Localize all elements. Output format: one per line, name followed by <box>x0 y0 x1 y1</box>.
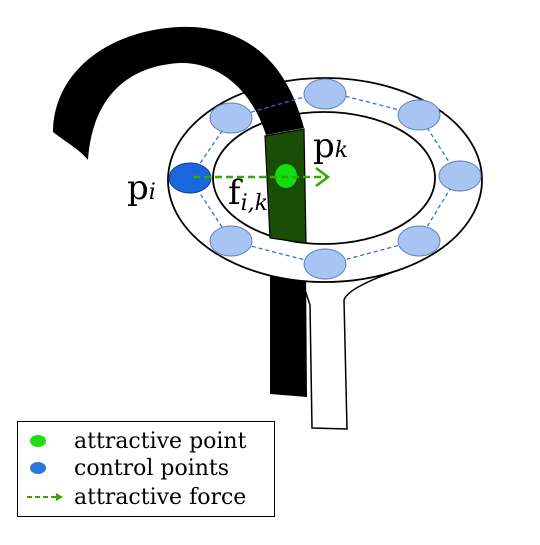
control-points <box>209 78 482 280</box>
legend-item-control-points: control points <box>18 455 276 481</box>
white-tube <box>298 271 394 430</box>
legend-item-attractive-point: attractive point <box>18 428 276 454</box>
control-point <box>397 225 441 257</box>
legend-dot-icon <box>18 455 74 481</box>
legend-dashed-arrow-icon <box>18 484 74 510</box>
label-p-i: pi <box>127 168 156 208</box>
black-tube-lower <box>270 265 307 397</box>
legend-item-attractive-force: attractive force <box>18 484 276 510</box>
control-point <box>438 160 482 192</box>
legend: attractive point control points attracti… <box>17 421 275 517</box>
control-point <box>209 225 253 257</box>
black-tube-arch <box>53 26 304 160</box>
control-point <box>397 99 441 131</box>
label-f-ik: fi,k <box>228 173 268 216</box>
control-point <box>303 78 347 110</box>
legend-label: attractive force <box>74 484 247 510</box>
force-arrow-head <box>315 166 331 188</box>
legend-dot-icon <box>18 428 74 454</box>
legend-label: attractive point <box>74 428 247 454</box>
label-p-k: pk <box>313 126 348 166</box>
legend-label: control points <box>74 455 230 481</box>
control-point <box>303 248 347 280</box>
control-point <box>209 102 253 134</box>
